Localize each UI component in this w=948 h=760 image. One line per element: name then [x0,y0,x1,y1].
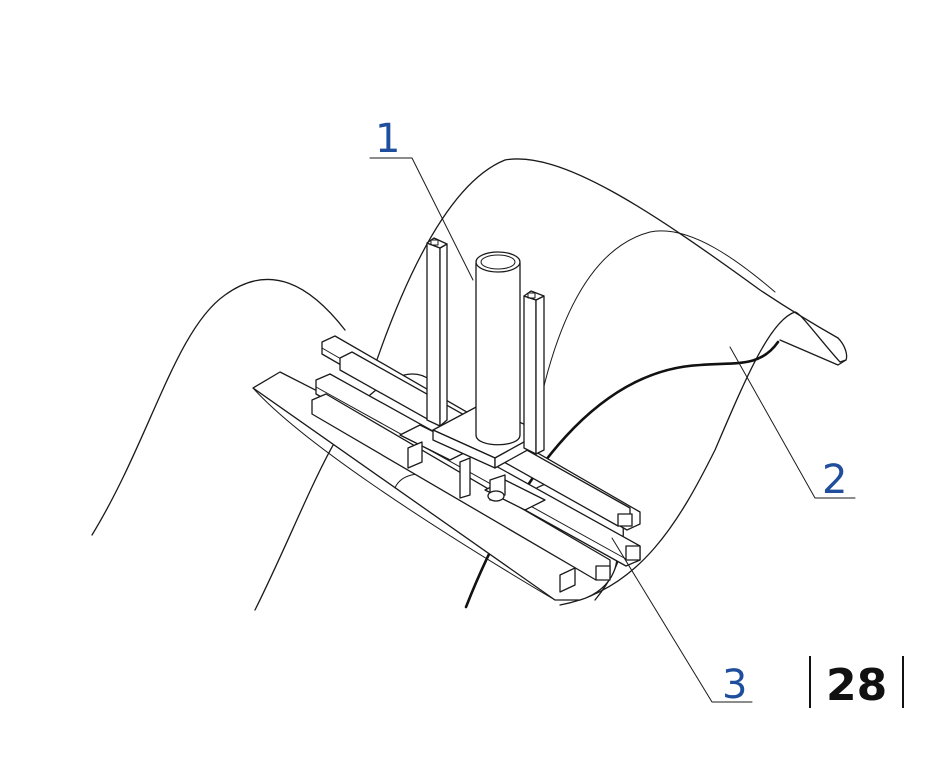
callout-label-2: 2 [822,457,847,503]
leader-lines [369,157,856,703]
vertical-pipe [475,251,521,446]
page-number-block: 28 [809,656,904,711]
callout-label-3: 3 [722,662,747,708]
vertical-posts [426,237,545,455]
page-number: 28 [826,660,887,711]
callout-label-1: 1 [375,116,400,162]
